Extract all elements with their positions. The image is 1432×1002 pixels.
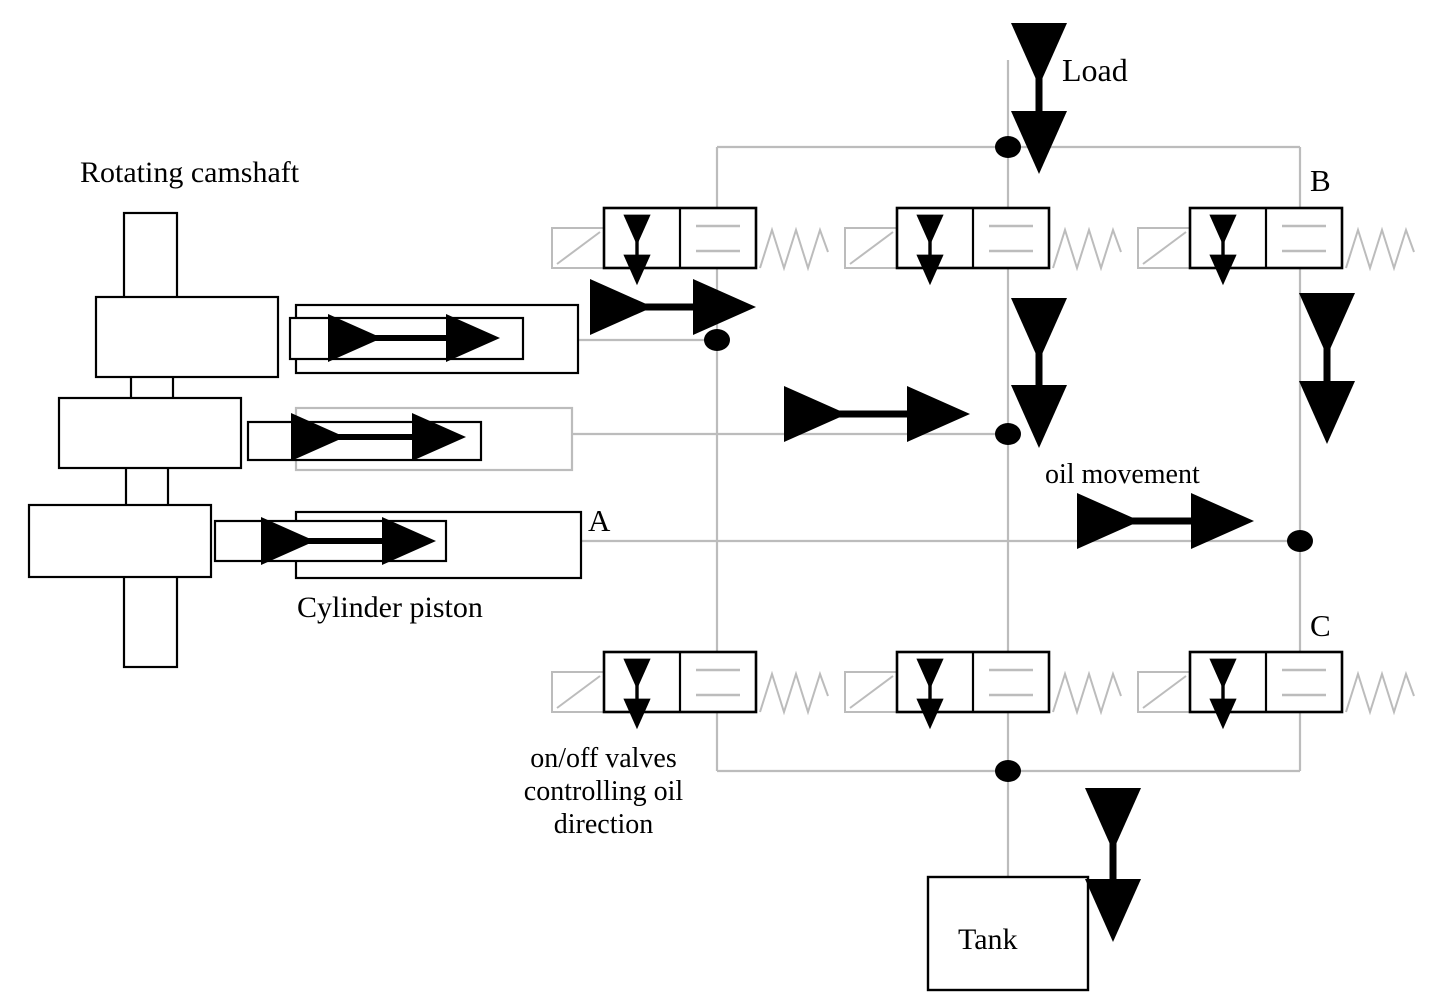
dot-cylinder-top [704, 329, 730, 351]
dot-center-middle [995, 423, 1021, 445]
valve-bottom-right[interactable] [1137, 650, 1415, 730]
camshaft-shaft-seg-1 [122, 211, 179, 302]
motion-arrows [590, 22, 1355, 942]
label-port-b: B [1310, 163, 1331, 198]
camshaft [27, 211, 280, 669]
valve-bottom-middle[interactable] [844, 650, 1122, 730]
cylinder-bottom [213, 510, 583, 580]
label-port-a: A [588, 503, 611, 538]
piston-arrows [261, 314, 500, 565]
camshaft-shaft-seg-4 [122, 572, 179, 669]
label-on-off-valves: on/off valves controlling oil direction [523, 743, 684, 841]
camshaft-shaft-seg-3 [124, 464, 170, 510]
dot-load [995, 136, 1021, 158]
label-cylinder-piston: Cylinder piston [297, 591, 483, 624]
label-oil-movement: oil movement [1045, 459, 1200, 490]
camshaft-lobe-middle [57, 396, 243, 470]
label-port-c: C [1310, 608, 1331, 643]
tank-box [926, 875, 1090, 992]
valve-spring [1345, 670, 1415, 716]
dot-tank [995, 760, 1021, 782]
label-rotating-camshaft: Rotating camshaft [80, 156, 300, 189]
valve-spring [1345, 226, 1415, 272]
valve-top-middle[interactable] [844, 206, 1122, 286]
camshaft-lobe-bottom [27, 503, 213, 579]
dot-right-middle [1287, 530, 1313, 552]
valve-spring [1052, 226, 1122, 272]
valve-top-right[interactable] [1137, 206, 1415, 286]
valve-spring [759, 670, 829, 716]
valve-spring [759, 226, 829, 272]
label-tank: Tank [958, 923, 1018, 956]
camshaft-lobe-top [94, 295, 280, 379]
label-load: Load [1062, 52, 1128, 88]
valve-top-left[interactable] [551, 206, 829, 286]
cylinder-middle-piston [246, 420, 483, 462]
junction-dots [704, 136, 1313, 782]
valve-bottom-left[interactable] [551, 650, 829, 730]
valve-spring [1052, 670, 1122, 716]
